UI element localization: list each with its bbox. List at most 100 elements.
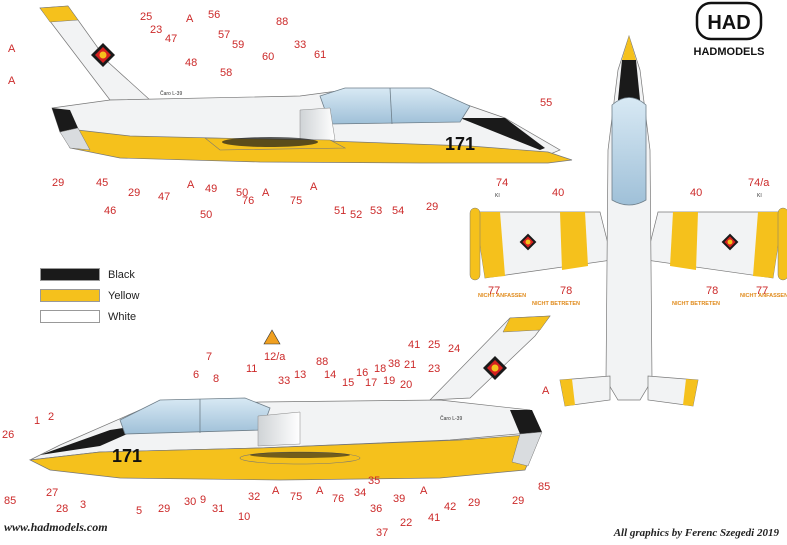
website-link[interactable]: www.hadmodels.com: [4, 520, 108, 534]
callout-label: 40: [690, 187, 702, 199]
artwork-credit: All graphics by Ferenc Szegedi 2019: [613, 527, 779, 539]
callout-label: 29: [128, 187, 140, 199]
callout-label: A: [420, 485, 428, 497]
wing-note-no-step: NICHT BETRETEN: [532, 301, 580, 307]
callout-label: 88: [316, 356, 328, 368]
callout-label: 13: [294, 369, 306, 381]
callout-label: 23: [428, 363, 440, 375]
legend-item: Black: [40, 264, 139, 285]
side-view-right: 171 Čaro L-39: [28, 315, 551, 481]
callout-label: 35: [368, 475, 380, 487]
callout-label: 54: [392, 205, 404, 217]
callout-label: 61: [314, 49, 326, 61]
callout-label: 76: [242, 195, 254, 207]
callout-label: 50: [236, 187, 248, 199]
callout-label: 77: [488, 285, 500, 297]
legend-swatch: [40, 289, 100, 302]
callout-label: 22: [400, 517, 412, 529]
callout-label: 17: [365, 377, 377, 389]
callout-label: A: [8, 75, 16, 87]
callout-label: A: [187, 179, 195, 191]
callout-label: A: [186, 13, 194, 25]
callout-label: 41: [428, 512, 440, 524]
callout-label: A: [542, 385, 550, 397]
callout-label: 48: [185, 57, 197, 69]
logo-mark: HAD: [707, 12, 750, 34]
callout-label: 25: [428, 339, 440, 351]
callout-label: 41: [408, 339, 420, 351]
callout-label: A: [262, 187, 270, 199]
callout-label: A: [272, 485, 280, 497]
callout-label: 11: [246, 363, 257, 375]
callout-label: 42: [444, 501, 456, 513]
brand-logo: HAD HADMODELS: [694, 1, 765, 58]
legend-swatch: [40, 268, 100, 281]
callout-label: 55: [540, 97, 552, 109]
warning-triangle-icon: [263, 329, 281, 345]
plan-view: NICHT ANFASSEN NICHT BETRETEN NICHT BETR…: [469, 34, 787, 407]
callout-label: 59: [232, 39, 244, 51]
callout-label: 37: [376, 527, 388, 539]
callout-label: 14: [324, 369, 336, 381]
callout-label: 45: [96, 177, 108, 189]
callout-label: 25: [140, 11, 152, 23]
legend-label: Black: [108, 268, 135, 281]
callout-label: A: [310, 181, 318, 193]
wing-stencil: KI: [757, 193, 762, 199]
callout-label: 29: [52, 177, 64, 189]
callout-label: 56: [208, 9, 220, 21]
callout-label: 7: [206, 351, 212, 363]
legend-swatch: [40, 310, 100, 323]
callout-label: 27: [46, 487, 58, 499]
callout-label: 24: [448, 343, 460, 355]
legend-item: Yellow: [40, 285, 139, 306]
callout-label: 76: [332, 493, 344, 505]
callout-label: A: [8, 43, 16, 55]
side-view-left: 171 Čaro L-39: [39, 5, 573, 164]
callout-label: 21: [404, 359, 416, 371]
callout-label: 8: [213, 373, 219, 385]
callout-label: 18: [374, 363, 386, 375]
type-stencil: Čaro L-39: [160, 90, 182, 97]
callout-label: 33: [278, 375, 290, 387]
callout-label: 77: [756, 285, 768, 297]
callout-label: 75: [290, 491, 302, 503]
callout-label: 29: [512, 495, 524, 507]
callout-label: 57: [218, 29, 230, 41]
wing-note-no-touch: NICHT ANFASSEN: [478, 293, 526, 299]
callout-label: 34: [354, 487, 366, 499]
callout-label: 85: [538, 481, 550, 493]
callout-label: 52: [350, 209, 362, 221]
callout-label: 33: [294, 39, 306, 51]
callout-label: 47: [158, 191, 170, 203]
aircraft-code: 171: [112, 446, 142, 466]
callout-label: 12/a: [264, 351, 286, 363]
callout-label: 49: [205, 183, 217, 195]
callout-label: 53: [370, 205, 382, 217]
callout-label: 60: [262, 51, 274, 63]
callout-label: 31: [212, 503, 224, 515]
callout-label: 29: [426, 201, 438, 213]
callout-label: 88: [276, 16, 288, 28]
wing-note-no-touch: NICHT ANFASSEN: [740, 293, 787, 299]
callout-label: 85: [4, 495, 16, 507]
callout-label: 78: [560, 285, 572, 297]
callout-label: 47: [165, 33, 177, 45]
callout-label: 28: [56, 503, 68, 515]
callout-label: 5: [136, 505, 142, 517]
logo-name: HADMODELS: [694, 46, 765, 58]
callout-label: 74/a: [748, 177, 770, 189]
callout-label: 10: [238, 511, 250, 523]
callout-label: 46: [104, 205, 116, 217]
callout-label: 20: [400, 379, 412, 391]
color-legend: Black Yellow White: [40, 264, 139, 327]
callout-label: 26: [2, 429, 14, 441]
callout-label: 75: [290, 195, 302, 207]
callout-label: 40: [552, 187, 564, 199]
legend-item: White: [40, 306, 139, 327]
wing-note-no-step: NICHT BETRETEN: [672, 301, 720, 307]
callout-label: 29: [468, 497, 480, 509]
callout-label: 58: [220, 67, 232, 79]
